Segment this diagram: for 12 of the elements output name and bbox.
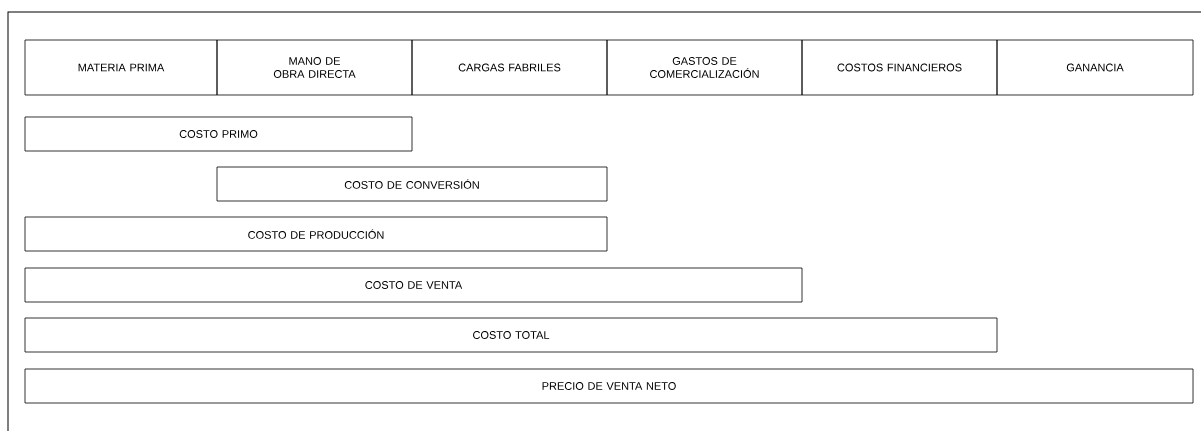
- cost-component-cell: MATERIA PRIMA: [24, 39, 218, 96]
- cost-bar: COSTO DE VENTA: [24, 267, 803, 303]
- cost-component-cell: MANO DE OBRA DIRECTA: [216, 39, 413, 96]
- cost-component-cell: GANANCIA: [996, 39, 1194, 96]
- cost-bar: COSTO DE PRODUCCIÓN: [24, 216, 608, 252]
- cost-component-cell: COSTOS FINANCIEROS: [801, 39, 998, 96]
- cost-component-cell: CARGAS FABRILES: [411, 39, 608, 96]
- cost-bar: COSTO PRIMO: [24, 116, 413, 152]
- cost-bar: COSTO TOTAL: [24, 317, 998, 353]
- cost-component-cell: GASTOS DE COMERCIALIZACIÓN: [606, 39, 803, 96]
- cost-bar: COSTO DE CONVERSIÓN: [216, 166, 608, 202]
- cost-bar: PRECIO DE VENTA NETO: [24, 368, 1194, 404]
